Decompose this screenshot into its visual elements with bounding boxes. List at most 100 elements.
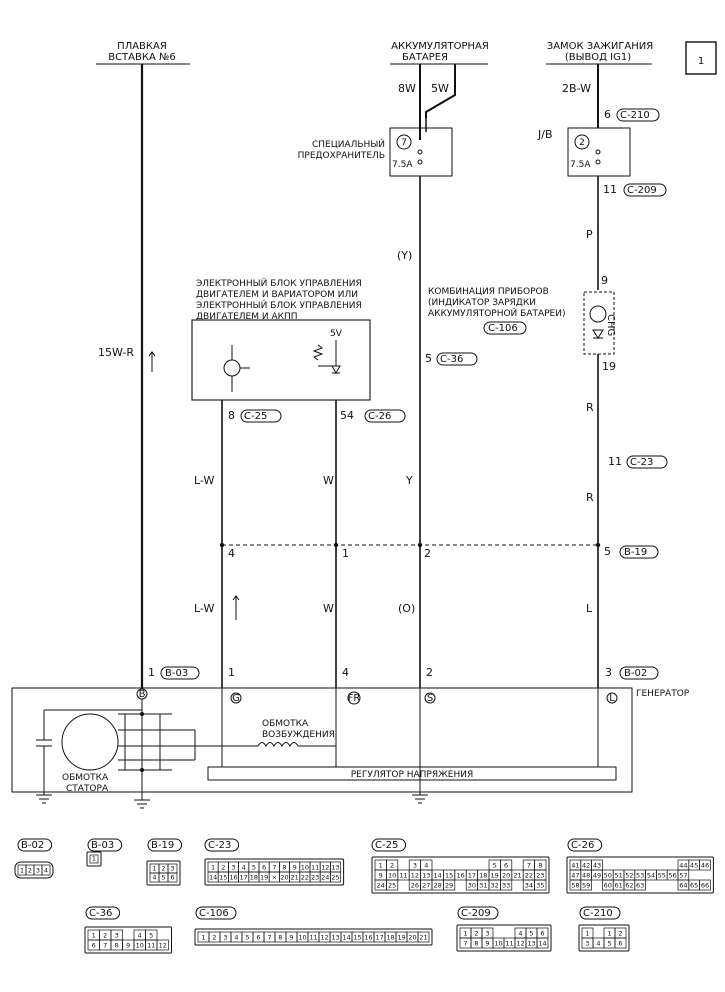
connector-pin-number: 10 (388, 872, 396, 880)
connector-pin-number: 9 (126, 942, 130, 950)
special-fuse-label-1: СПЕЦИАЛЬНЫЙ (312, 138, 385, 150)
connector-pin-number: 16 (229, 874, 237, 882)
connector-pin-number: 5 (252, 864, 256, 872)
connector-pin-number: 11 (311, 864, 319, 872)
connector-pin-number: 13 (331, 934, 339, 942)
wire-2bw: 2B-W (562, 82, 591, 95)
connector-pin-number: 1 (211, 864, 215, 872)
connector-pin-number: 3 (223, 934, 227, 942)
connector-pin-number: 11 (147, 942, 155, 950)
connector-pin-number: 9 (293, 864, 297, 872)
special-fuse-label-2: ПРЕДОХРАНИТЕЛЬ (298, 151, 385, 161)
tag-c26: C-26 (368, 411, 391, 422)
connector-pin-number: 14 (342, 934, 350, 942)
connector-pin-number: 22 (301, 874, 309, 882)
connector-pin-number: 1 (92, 855, 96, 863)
connector-frame (194, 928, 433, 946)
connector-pin-number: 6 (262, 864, 266, 872)
connector-label: C-106 (199, 908, 229, 919)
connector-pin-number: 8 (115, 942, 119, 950)
connector-pin-number: 49 (593, 872, 601, 880)
connector-b-03: B-031 (86, 838, 123, 867)
connector-frame (84, 926, 172, 954)
connector-pin-number: 6 (540, 930, 544, 938)
junction-pin-5: 5 (604, 545, 611, 558)
connector-cavity (614, 937, 627, 949)
connector-cavity (634, 879, 646, 891)
connector-pin-number: 20 (408, 934, 416, 942)
connector-label: B-02 (21, 840, 44, 851)
connector-pin-number: × (272, 874, 277, 882)
connector-pin-number: 6 (256, 934, 260, 942)
connector-pin-number: 31 (479, 882, 487, 890)
connector-label: C-209 (461, 908, 491, 919)
jb-fuse-rating: 7.5A (570, 160, 591, 170)
connector-pin-number: 12 (320, 934, 328, 942)
connector-pin-number: 14 (538, 940, 546, 948)
connector-pin-number: 7 (527, 862, 531, 870)
connector-pin-number: 12 (159, 942, 167, 950)
connector-pin-number: 24 (377, 882, 385, 890)
connector-pin-number: 4 (234, 934, 238, 942)
connector-pin-number: 7 (463, 940, 467, 948)
field-winding-label-2: ВОЗБУЖДЕНИЯ (262, 730, 335, 740)
pin-11a: 11 (603, 183, 617, 196)
connector-pin-number: 28 (434, 882, 442, 890)
connector-cavity (167, 872, 178, 883)
connector-pin-number: 2 (212, 934, 216, 942)
tag-b19: B-19 (624, 547, 647, 558)
connector-pin-number: 4 (424, 862, 428, 870)
gen-pin-1: 1 (148, 666, 155, 679)
connector-pin-number: 6 (92, 942, 96, 950)
connector-cavity (580, 879, 592, 891)
connector-pin-number: 26 (411, 882, 419, 890)
wire-y: Y (405, 474, 413, 487)
connector-pin-number: 1 (379, 862, 383, 870)
connector-pin-number: 7 (267, 934, 271, 942)
connector-pin-number: 19 (260, 874, 268, 882)
pin-8: 8 (228, 409, 235, 422)
connector-pin-number: 1 (20, 867, 24, 875)
connector-label-frame (204, 838, 240, 852)
battery-label-1: АККУМУЛЯТОРНАЯ (391, 41, 489, 52)
connector-pin-number: 44 (679, 862, 687, 870)
cluster-label-3: АККУМУЛЯТОРНОЙ БАТАРЕИ) (428, 307, 566, 319)
connector-cavity (417, 931, 430, 943)
connector-pin-number: 1 (585, 930, 589, 938)
connector-pin-number: 29 (445, 882, 453, 890)
connector-pin-number: 10 (136, 942, 144, 950)
terminal-l: L (609, 693, 615, 704)
connector-pin-number: 22 (525, 872, 533, 880)
connector-pin-number: 4 (518, 930, 522, 938)
connector-pin-number: 2 (161, 865, 165, 873)
connector-cavity (89, 854, 99, 864)
wire-o: (O) (398, 602, 415, 615)
ecu-label-1: ЭЛЕКТРОННЫЙ БЛОК УПРАВЛЕНИЯ (196, 277, 362, 289)
connector-pin-number: 64 (679, 882, 687, 890)
connector-pin-number: 60 (604, 882, 612, 890)
wire-8w: 8W (398, 82, 416, 95)
connector-pin-number: 23 (536, 872, 544, 880)
connector-pin-number: 10 (298, 934, 306, 942)
connector-frame (566, 856, 714, 894)
tag-c210: C-210 (620, 110, 650, 121)
connector-pin-number: 1 (463, 930, 467, 938)
cluster-label-2: (ИНДИКАТОР ЗАРЯДКИ (428, 298, 536, 308)
regulator-label: РЕГУЛЯТОР НАПРЯЖЕНИЯ (351, 770, 473, 780)
connector-cavity (536, 937, 549, 949)
connector-pin-number: 2 (103, 932, 107, 940)
connector-pin-number: 61 (614, 882, 622, 890)
connector-pin-number: 52 (625, 872, 633, 880)
connector-pin-number: 21 (291, 874, 299, 882)
connector-pin-number: 1 (152, 865, 156, 873)
terminal-b: B (139, 689, 146, 700)
junction-pin-2: 2 (424, 547, 431, 560)
connector-label: B-19 (151, 840, 174, 851)
connector-pin-number: 15 (219, 874, 227, 882)
terminal-g: G (232, 693, 240, 704)
